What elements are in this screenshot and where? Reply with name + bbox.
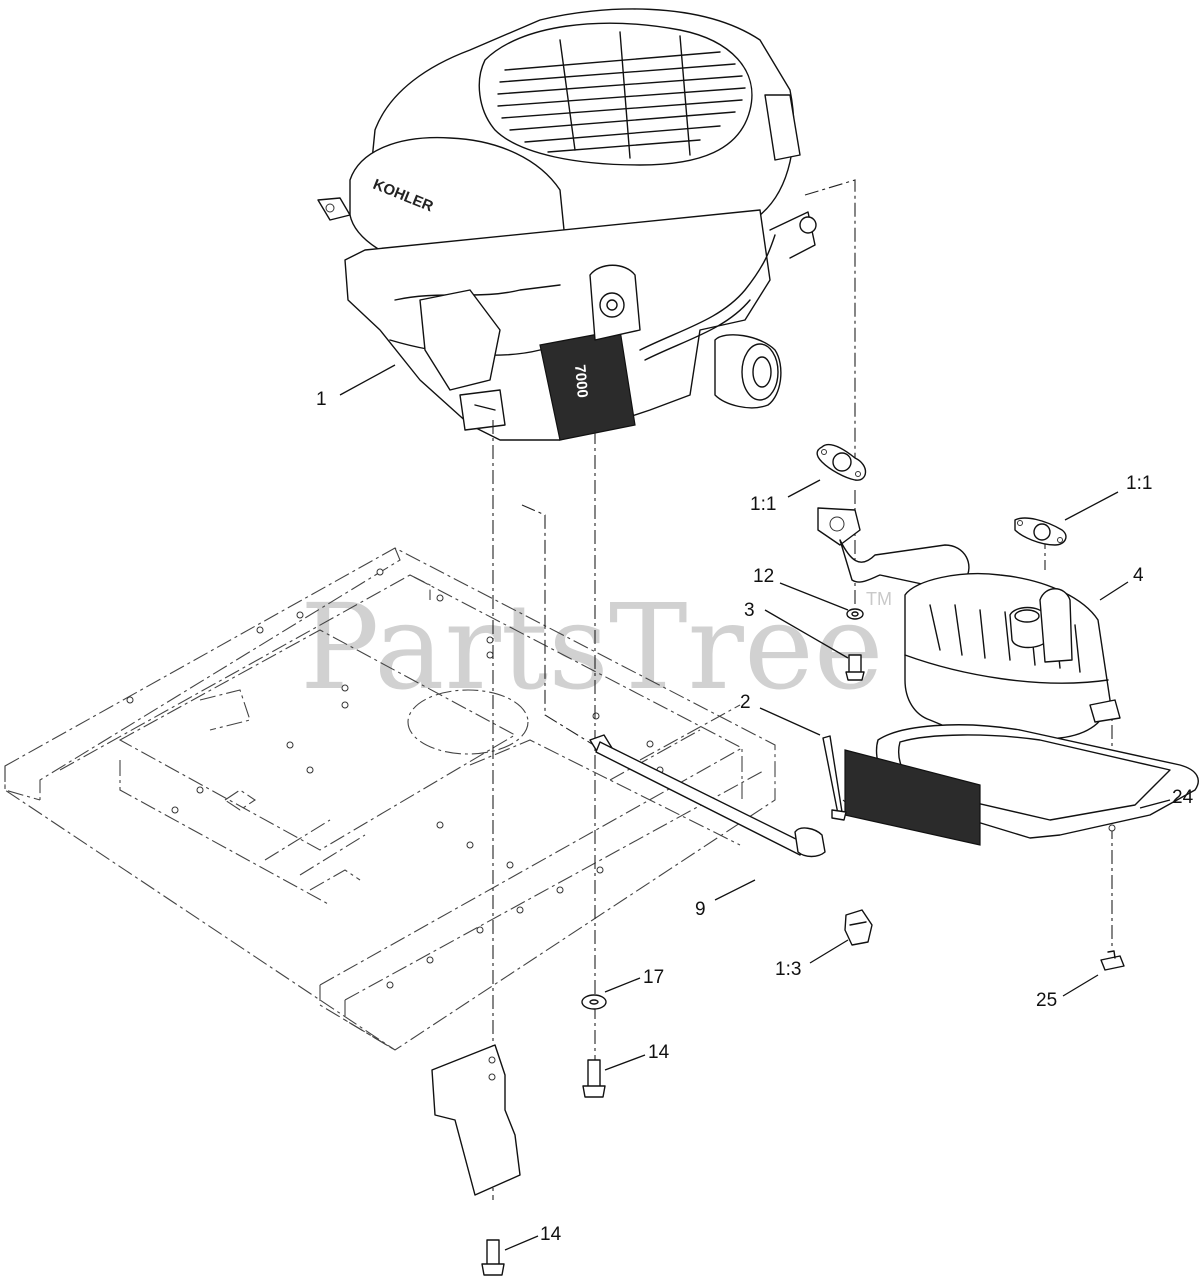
callout-rod-2: 2 [740,692,751,713]
engine: KOHLER 7000 [317,8,817,441]
screw-25 [1100,950,1125,971]
engine-mount-bracket [431,1044,521,1196]
callout-bolt-3: 3 [744,600,755,621]
callout-screw-25: 25 [1036,990,1057,1011]
drain-hose [589,734,826,858]
callout-bolt-14-upper: 14 [648,1042,670,1063]
bolt-14-upper [582,1059,606,1098]
partstree-watermark: PartsTree [300,578,884,716]
heat-shield [844,724,1199,846]
leader-lines [339,364,1171,1251]
callout-muffler: 4 [1133,565,1144,586]
muffler [817,507,1121,746]
callout-heat-shield: 24 [1172,787,1194,808]
callout-washer-12: 12 [753,566,774,587]
exhaust-gasket-right [1014,517,1067,546]
callout-washer-17: 17 [643,967,664,988]
bolt-3 [845,654,865,681]
callout-bolt-14-lower: 14 [540,1224,562,1245]
washer-17 [581,994,607,1010]
callout-labels: 1 1:1 1:1 12 3 4 2 24 9 1:3 17 14 25 14 [316,389,1194,1245]
callout-gasket-right: 1:1 [1126,473,1152,494]
engine-model-label: 7000 [571,364,591,399]
bolt-14-lower [481,1239,505,1276]
support-rod [822,735,847,821]
washer-12 [846,608,864,620]
drain-cap [844,909,873,946]
callout-drain-cap: 1:3 [775,959,801,980]
callout-engine: 1 [316,389,327,410]
callout-gasket-left: 1:1 [750,494,776,515]
callout-hose-9: 9 [695,899,706,920]
trademark-mark: TM [866,589,892,609]
exhaust-gasket-left [816,443,867,481]
